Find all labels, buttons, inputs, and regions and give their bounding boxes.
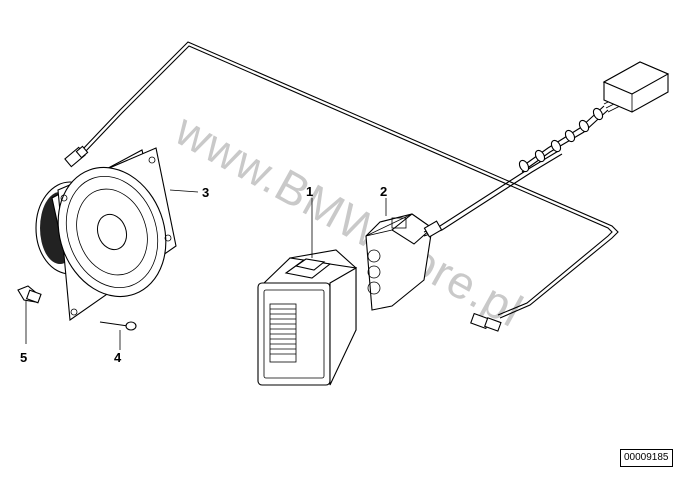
connector-block <box>365 213 433 311</box>
loudspeaker <box>35 147 177 321</box>
clip-nut <box>17 285 42 304</box>
switch-housing <box>257 249 358 386</box>
callout-3: 3 <box>202 185 209 200</box>
callout-5: 5 <box>20 350 27 365</box>
screw <box>99 321 137 331</box>
switch-grille <box>269 303 297 363</box>
speaker-cable <box>81 41 619 319</box>
callout-1: 1 <box>306 184 313 199</box>
callout-4: 4 <box>114 350 122 365</box>
speaker-plug <box>64 145 89 168</box>
image-number: 00009185 <box>620 449 673 467</box>
wire-harness <box>518 95 625 173</box>
leader-lines <box>25 189 387 350</box>
main-connector <box>602 61 670 113</box>
callout-2: 2 <box>380 184 387 199</box>
loop-plug <box>470 312 502 332</box>
switch-cable <box>423 149 563 238</box>
